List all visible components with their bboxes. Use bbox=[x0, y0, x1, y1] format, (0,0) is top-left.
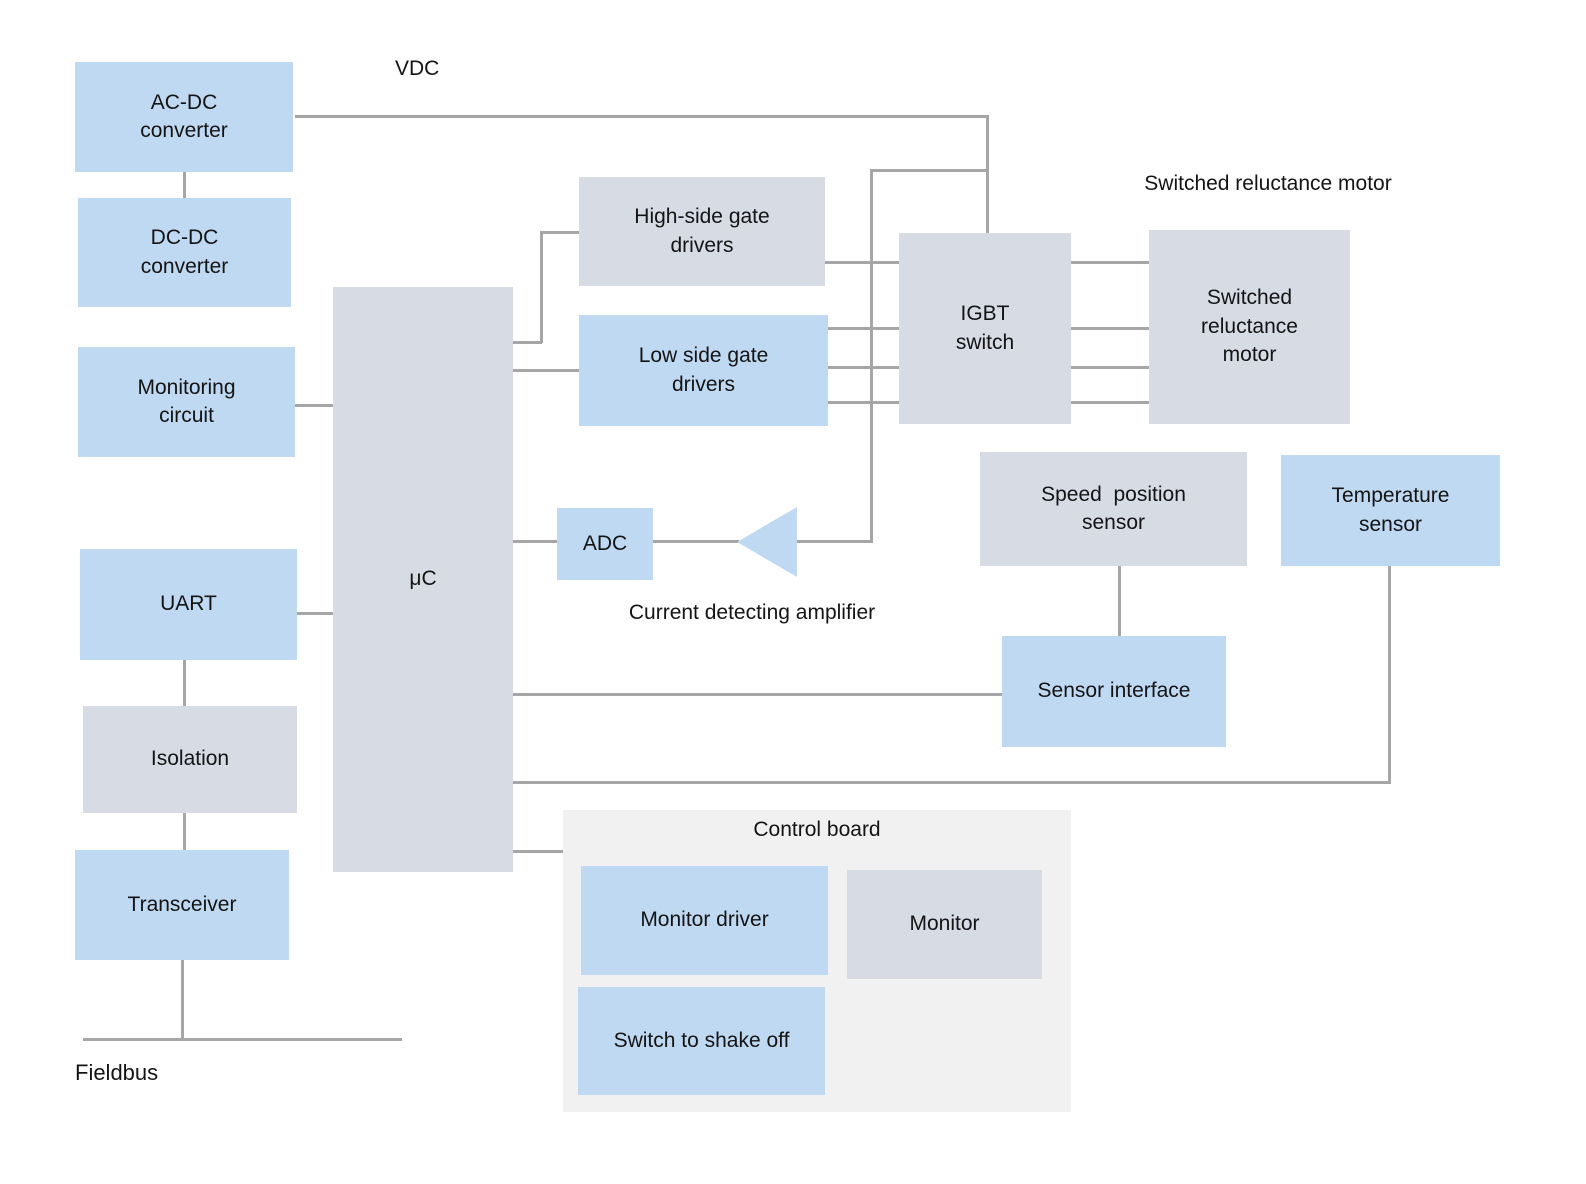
block-dc-dc-converter-label: DC-DC converter bbox=[140, 226, 229, 278]
current-amplifier-triangle-icon bbox=[737, 507, 797, 577]
block-monitoring-circuit: Monitoring circuit bbox=[78, 347, 295, 457]
igbt-to-motor-line-4 bbox=[1071, 401, 1149, 404]
block-ac-dc-converter: AC-DC converter bbox=[75, 62, 293, 172]
block-speed-position-sensor-label: Speed position sensor bbox=[1041, 482, 1186, 534]
uc-to-lowside-line bbox=[513, 369, 579, 372]
uart-to-uc-line bbox=[297, 612, 333, 615]
block-switched-reluctance-motor: Switched reluctance motor bbox=[1149, 230, 1350, 424]
block-uart-label: UART bbox=[160, 592, 217, 616]
block-high-side-gate-drivers-label: High-side gate drivers bbox=[634, 205, 770, 257]
current-sense-drop-line bbox=[870, 169, 873, 543]
lowside-to-igbt-line-3 bbox=[828, 401, 899, 404]
block-igbt-switch-label: IGBT switch bbox=[955, 302, 1015, 354]
speed-sensor-to-interface-line bbox=[1118, 566, 1121, 636]
fieldbus-label: Fieldbus bbox=[75, 1060, 159, 1085]
adc-to-uc-line bbox=[513, 540, 557, 543]
block-microcontroller: μC bbox=[333, 287, 513, 872]
uc-to-highside-line-b bbox=[540, 231, 579, 234]
block-microcontroller-label: μC bbox=[409, 567, 437, 591]
block-dc-dc-converter: DC-DC converter bbox=[78, 198, 291, 307]
block-monitor-driver: Monitor driver bbox=[581, 866, 828, 975]
vdc-branch-line bbox=[871, 169, 989, 172]
isolation-to-transceiver-line bbox=[183, 813, 186, 850]
block-high-side-gate-drivers: High-side gate drivers bbox=[579, 177, 825, 286]
block-monitoring-circuit-label: Monitoring circuit bbox=[137, 375, 236, 427]
block-monitor-label: Monitor bbox=[909, 912, 980, 936]
uc-to-temperature-line bbox=[513, 781, 1391, 784]
block-switched-reluctance-motor-label: Switched reluctance motor bbox=[1201, 286, 1298, 367]
block-switch-to-shake-off: Switch to shake off bbox=[578, 987, 825, 1095]
amplifier-to-adc-line bbox=[653, 540, 739, 543]
uc-to-highside-line-v bbox=[540, 231, 543, 343]
uc-to-highside-line-a bbox=[513, 341, 542, 344]
acdc-to-dcdc-line bbox=[183, 172, 186, 198]
block-transceiver-label: Transceiver bbox=[127, 892, 237, 916]
lowside-to-igbt-line-1 bbox=[828, 327, 899, 330]
block-switch-to-shake-off-label: Switch to shake off bbox=[613, 1028, 790, 1052]
igbt-to-motor-line-2 bbox=[1071, 327, 1149, 330]
amplifier-feed-line bbox=[794, 540, 873, 543]
switched-reluctance-motor-title: Switched reluctance motor bbox=[1144, 172, 1392, 195]
block-adc-label: ADC bbox=[582, 531, 628, 555]
block-isolation: Isolation bbox=[83, 706, 297, 813]
block-monitor-driver-label: Monitor driver bbox=[640, 908, 769, 932]
block-isolation-label: Isolation bbox=[150, 747, 230, 771]
block-speed-position-sensor: Speed position sensor bbox=[980, 452, 1247, 566]
block-adc: ADC bbox=[557, 508, 653, 580]
temperature-sensor-drop-line bbox=[1388, 566, 1391, 783]
block-low-side-gate-drivers: Low side gate drivers bbox=[579, 315, 828, 426]
igbt-to-motor-line-3 bbox=[1071, 366, 1149, 369]
block-igbt-switch: IGBT switch bbox=[899, 233, 1071, 424]
monitoring-to-uc-line bbox=[295, 404, 333, 407]
block-temperature-sensor: Temperature sensor bbox=[1281, 455, 1500, 566]
block-low-side-gate-drivers-label: Low side gate drivers bbox=[638, 344, 769, 396]
block-ac-dc-converter-label: AC-DC converter bbox=[140, 90, 228, 142]
block-uart: UART bbox=[80, 549, 297, 660]
vdc-label: VDC bbox=[395, 57, 440, 80]
block-transceiver: Transceiver bbox=[75, 850, 289, 960]
control-board-title: Control board bbox=[753, 818, 881, 841]
vdc-to-igbt-line bbox=[986, 115, 989, 235]
igbt-to-motor-line-1 bbox=[1071, 261, 1149, 264]
current-detecting-amplifier-caption: Current detecting amplifier bbox=[628, 601, 876, 624]
highside-to-igbt-line bbox=[825, 261, 899, 264]
transceiver-to-fieldbus-line bbox=[181, 960, 184, 1040]
block-monitor: Monitor bbox=[847, 870, 1042, 979]
uart-to-isolation-line bbox=[183, 660, 186, 706]
block-sensor-interface: Sensor interface bbox=[1002, 636, 1226, 747]
uc-to-sensor-interface-line bbox=[513, 693, 1002, 696]
block-temperature-sensor-label: Temperature sensor bbox=[1331, 484, 1450, 536]
vdc-rail-line bbox=[295, 115, 988, 118]
fieldbus-line bbox=[83, 1038, 402, 1041]
block-sensor-interface-label: Sensor interface bbox=[1037, 679, 1191, 703]
uc-to-control-board-line bbox=[513, 850, 563, 853]
lowside-to-igbt-line-2 bbox=[828, 366, 899, 369]
